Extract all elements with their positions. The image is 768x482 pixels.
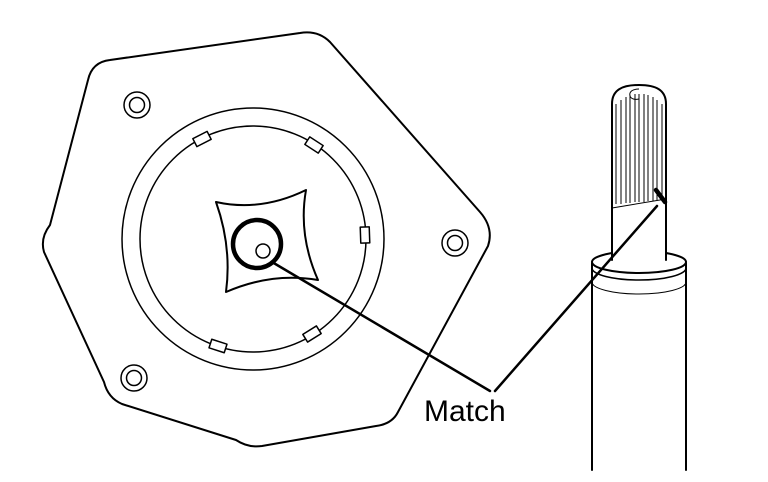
- suspension-support-flange: [41, 31, 491, 448]
- matchmark-tick: [653, 187, 668, 205]
- rod-threads: [615, 94, 663, 204]
- hub-center-hole: [255, 243, 271, 259]
- shock-absorber-rod: [591, 84, 687, 471]
- leader-line-from-rod: [493, 204, 659, 393]
- matchmark-circle: [230, 217, 284, 271]
- strut-body-shoulder-line: [591, 281, 687, 295]
- flange-outline: [41, 31, 491, 448]
- bearing-tab: [304, 136, 324, 154]
- bearing-outer-ring: [121, 107, 385, 371]
- bearing-inner-ring: [139, 125, 367, 353]
- bearing-tabs: [192, 130, 371, 354]
- bolt-hole-right: [441, 229, 469, 257]
- annotation-group: Match: [270, 204, 659, 428]
- leader-line-from-hub: [270, 260, 492, 393]
- bolt-hole-top-left: [123, 91, 151, 119]
- center-hub: [215, 189, 319, 293]
- bearing-tab: [302, 325, 322, 343]
- bearing-tab: [359, 226, 371, 244]
- bearing-tab: [192, 130, 212, 148]
- bolt-hole-bottom-left: [120, 364, 148, 392]
- match-label: Match: [424, 395, 506, 428]
- bearing-tab: [208, 338, 228, 354]
- piston-rod-outline: [611, 84, 667, 261]
- thread-end-line: [611, 198, 667, 209]
- rod-top-chamfer-mark: [629, 88, 640, 100]
